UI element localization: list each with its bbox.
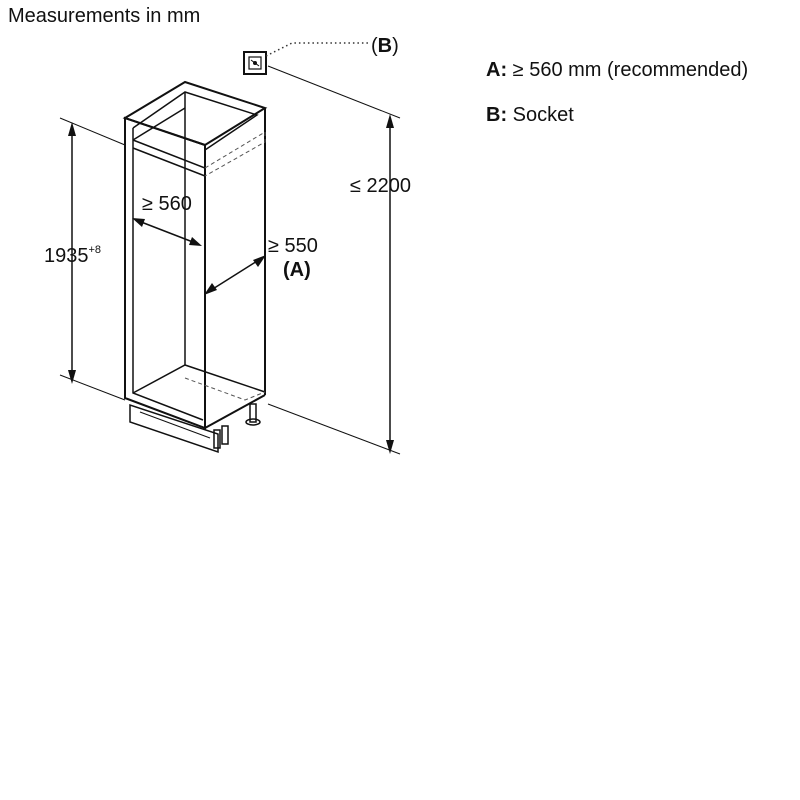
niche-height-label: 1935+8 — [44, 244, 101, 267]
niche-width-dimension — [132, 218, 202, 246]
socket-marker-label: (B) — [371, 35, 399, 57]
niche-height-dimension — [59, 117, 126, 401]
legend-item-b: B: Socket — [486, 103, 574, 127]
cabinet-plinth — [129, 403, 219, 454]
legend-key: B: — [486, 104, 508, 126]
cabinet-plinth-inner — [139, 411, 211, 439]
total-height-dimension — [267, 65, 401, 455]
cabinet-bottom-dashed — [184, 377, 266, 401]
socket-leader-line — [265, 42, 368, 57]
legend-item-a: A: ≥ 560 mm (recommended) — [486, 58, 748, 82]
cabinet-foot — [249, 403, 257, 423]
cabinet-inner-top — [132, 91, 259, 151]
cabinet-upper-shelf — [132, 139, 206, 178]
cabinet-foot — [213, 429, 221, 449]
cabinet-foot-base — [245, 418, 261, 426]
cabinet-bottom-right-edge — [204, 394, 266, 429]
cabinet-drawing — [122, 80, 268, 454]
legend-text: ≥ 560 mm (recommended) — [512, 59, 749, 81]
niche-depth-dimension — [204, 255, 266, 295]
socket-icon — [243, 51, 267, 75]
legend-text: Socket — [512, 104, 574, 126]
legend-key: A: — [486, 59, 508, 81]
total-height-label: ≤ 2200 — [350, 175, 411, 197]
caption: Measurements in mm — [8, 5, 201, 27]
depth-marker-label: (A) — [283, 259, 311, 281]
cabinet-upper-shelf-back — [132, 107, 186, 141]
cabinet-top-panel — [122, 80, 268, 147]
cabinet-bottom-back — [132, 364, 266, 394]
cabinet-front-left-post — [124, 116, 206, 430]
niche-depth-label: ≥ 550 — [268, 235, 318, 257]
cabinet-foot — [221, 425, 229, 445]
niche-width-label: ≥ 560 — [142, 193, 192, 215]
cabinet-upper-shelf-dashed — [204, 131, 266, 177]
